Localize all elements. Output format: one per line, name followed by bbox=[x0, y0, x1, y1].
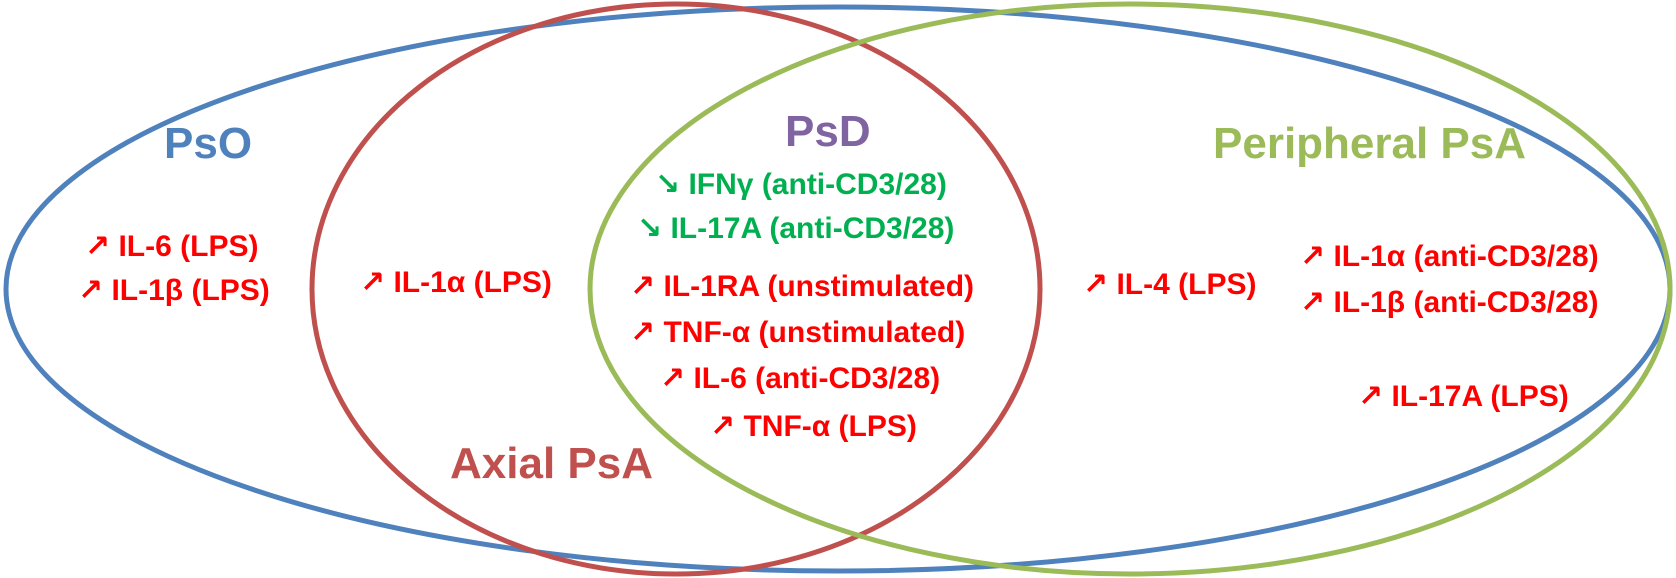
psd-title: PsD bbox=[785, 107, 871, 156]
psd-decreased-item: ↘ IFNγ (anti-CD3/28) bbox=[655, 168, 947, 201]
peripheral-only-item: ↗ IL-1β (anti-CD3/28) bbox=[1300, 286, 1599, 319]
peripheral-psa-title: Peripheral PsA bbox=[1213, 119, 1527, 168]
psd-increased-item: ↗ IL-6 (anti-CD3/28) bbox=[660, 362, 941, 395]
psd-increased-item: ↗ IL-1RA (unstimulated) bbox=[630, 270, 975, 303]
pso-axial-item: ↗ IL-1α (LPS) bbox=[360, 266, 552, 299]
pso-title: PsO bbox=[164, 119, 253, 168]
peripheral-only-item: ↗ IL-17A (LPS) bbox=[1358, 380, 1569, 413]
psd-decreased-item: ↘ IL-17A (anti-CD3/28) bbox=[637, 212, 955, 245]
peripheral-only-item: ↗ IL-1α (anti-CD3/28) bbox=[1300, 240, 1599, 273]
psd-increased-item: ↗ TNF-α (LPS) bbox=[710, 410, 917, 443]
pso-peripheral-item: ↗ IL-4 (LPS) bbox=[1083, 268, 1257, 301]
axial-psa-title: Axial PsA bbox=[450, 439, 653, 488]
pso-only-item: ↗ IL-6 (LPS) bbox=[85, 230, 259, 263]
peripheral-psa-ellipse bbox=[587, 1, 1673, 577]
pso-only-item: ↗ IL-1β (LPS) bbox=[78, 274, 270, 307]
psd-increased-item: ↗ TNF-α (unstimulated) bbox=[630, 316, 966, 349]
axial-psa-ellipse bbox=[309, 1, 1043, 577]
